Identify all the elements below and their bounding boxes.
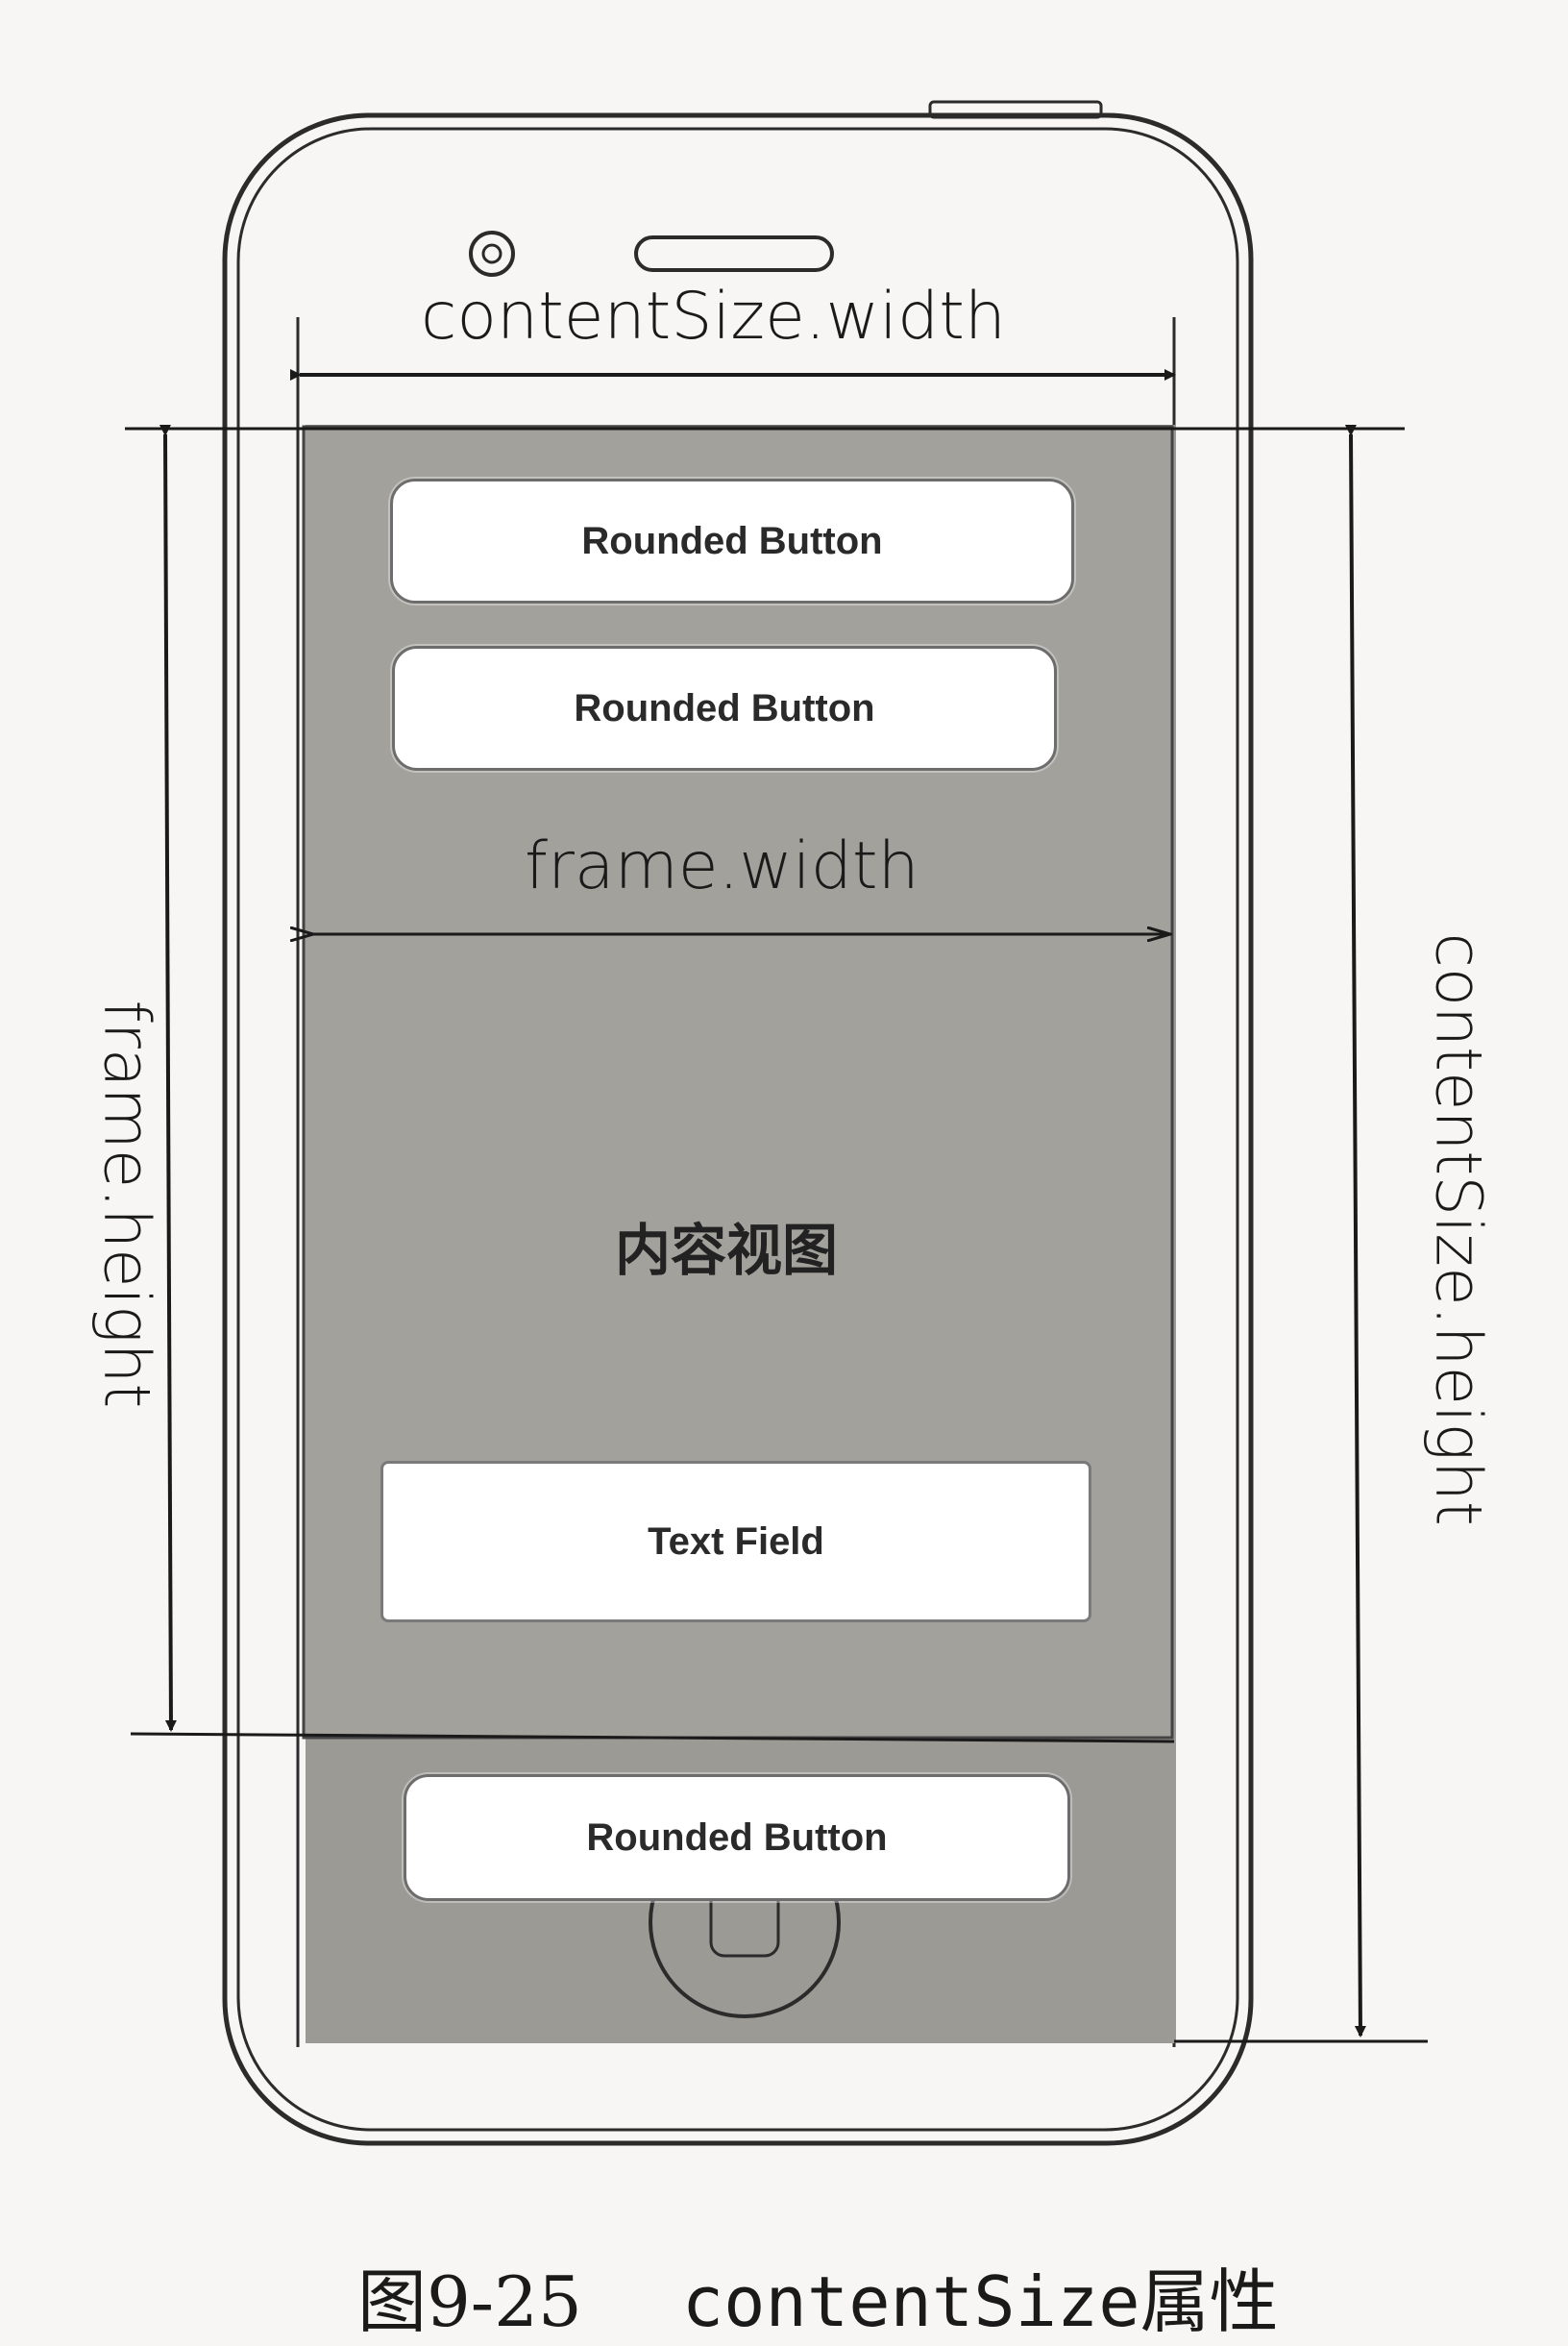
phone-outer-outline (222, 112, 1254, 2146)
caption-text: contentSize属性 (681, 2261, 1279, 2342)
caption-number: 图9-25 (357, 2261, 582, 2342)
content-height-label: contentSize.height (1421, 932, 1496, 1526)
content-width-label: contentSize.width (421, 279, 1006, 355)
content-view-label: 内容视图 (615, 1218, 839, 1283)
rounded-button-1[interactable]: Rounded Button (390, 479, 1074, 604)
rounded-button-3[interactable]: Rounded Button (404, 1774, 1070, 1901)
text-field[interactable]: Text Field (380, 1461, 1091, 1622)
phone-top-button (928, 100, 1103, 119)
figure-caption: 图9-25 contentSize属性 (357, 2245, 1279, 2346)
phone-inner-outline (236, 127, 1239, 2132)
frame-width-label: frame.width (525, 828, 919, 904)
rounded-button-2[interactable]: Rounded Button (392, 646, 1057, 771)
frame-height-label: frame.height (89, 1000, 164, 1409)
camera-icon (469, 231, 515, 277)
speaker-icon (634, 235, 834, 272)
